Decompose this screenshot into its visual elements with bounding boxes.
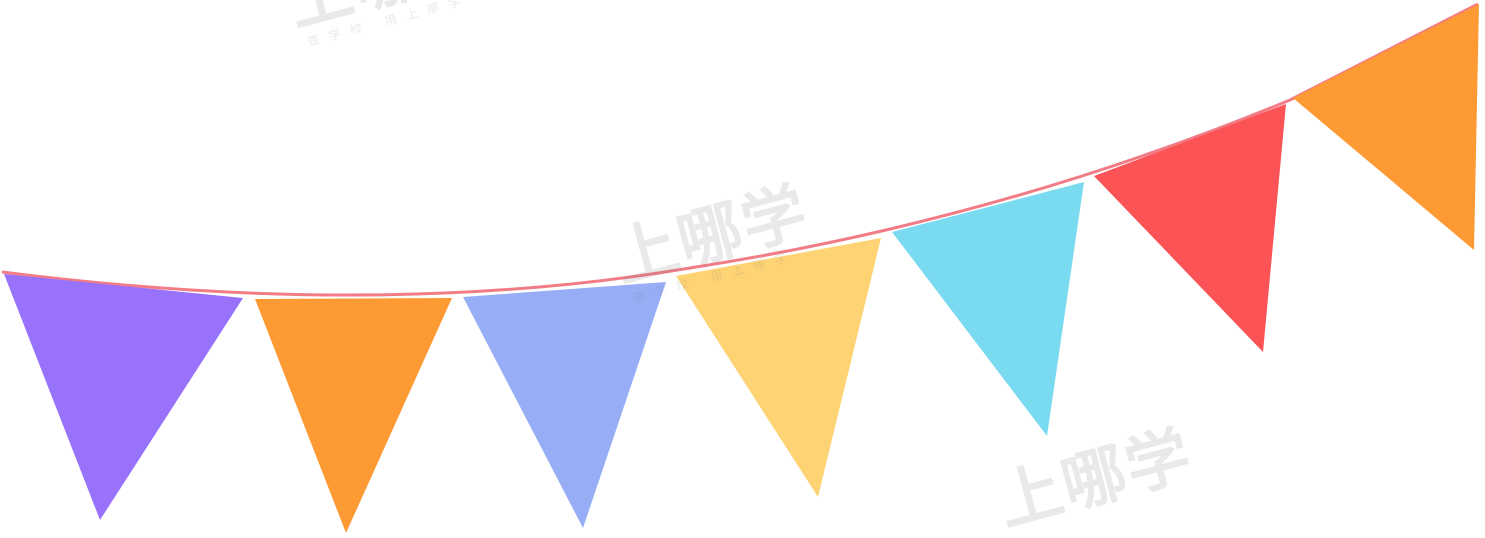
flag-orange	[255, 298, 452, 533]
flag-orange-2	[1293, 4, 1479, 250]
flag-yellow	[676, 238, 881, 497]
flag-purple	[4, 274, 243, 520]
flag-cyan	[892, 182, 1084, 436]
flag-red	[1094, 104, 1286, 352]
bunting-string	[1, 2, 1479, 297]
flag-periwinkle	[463, 282, 666, 528]
